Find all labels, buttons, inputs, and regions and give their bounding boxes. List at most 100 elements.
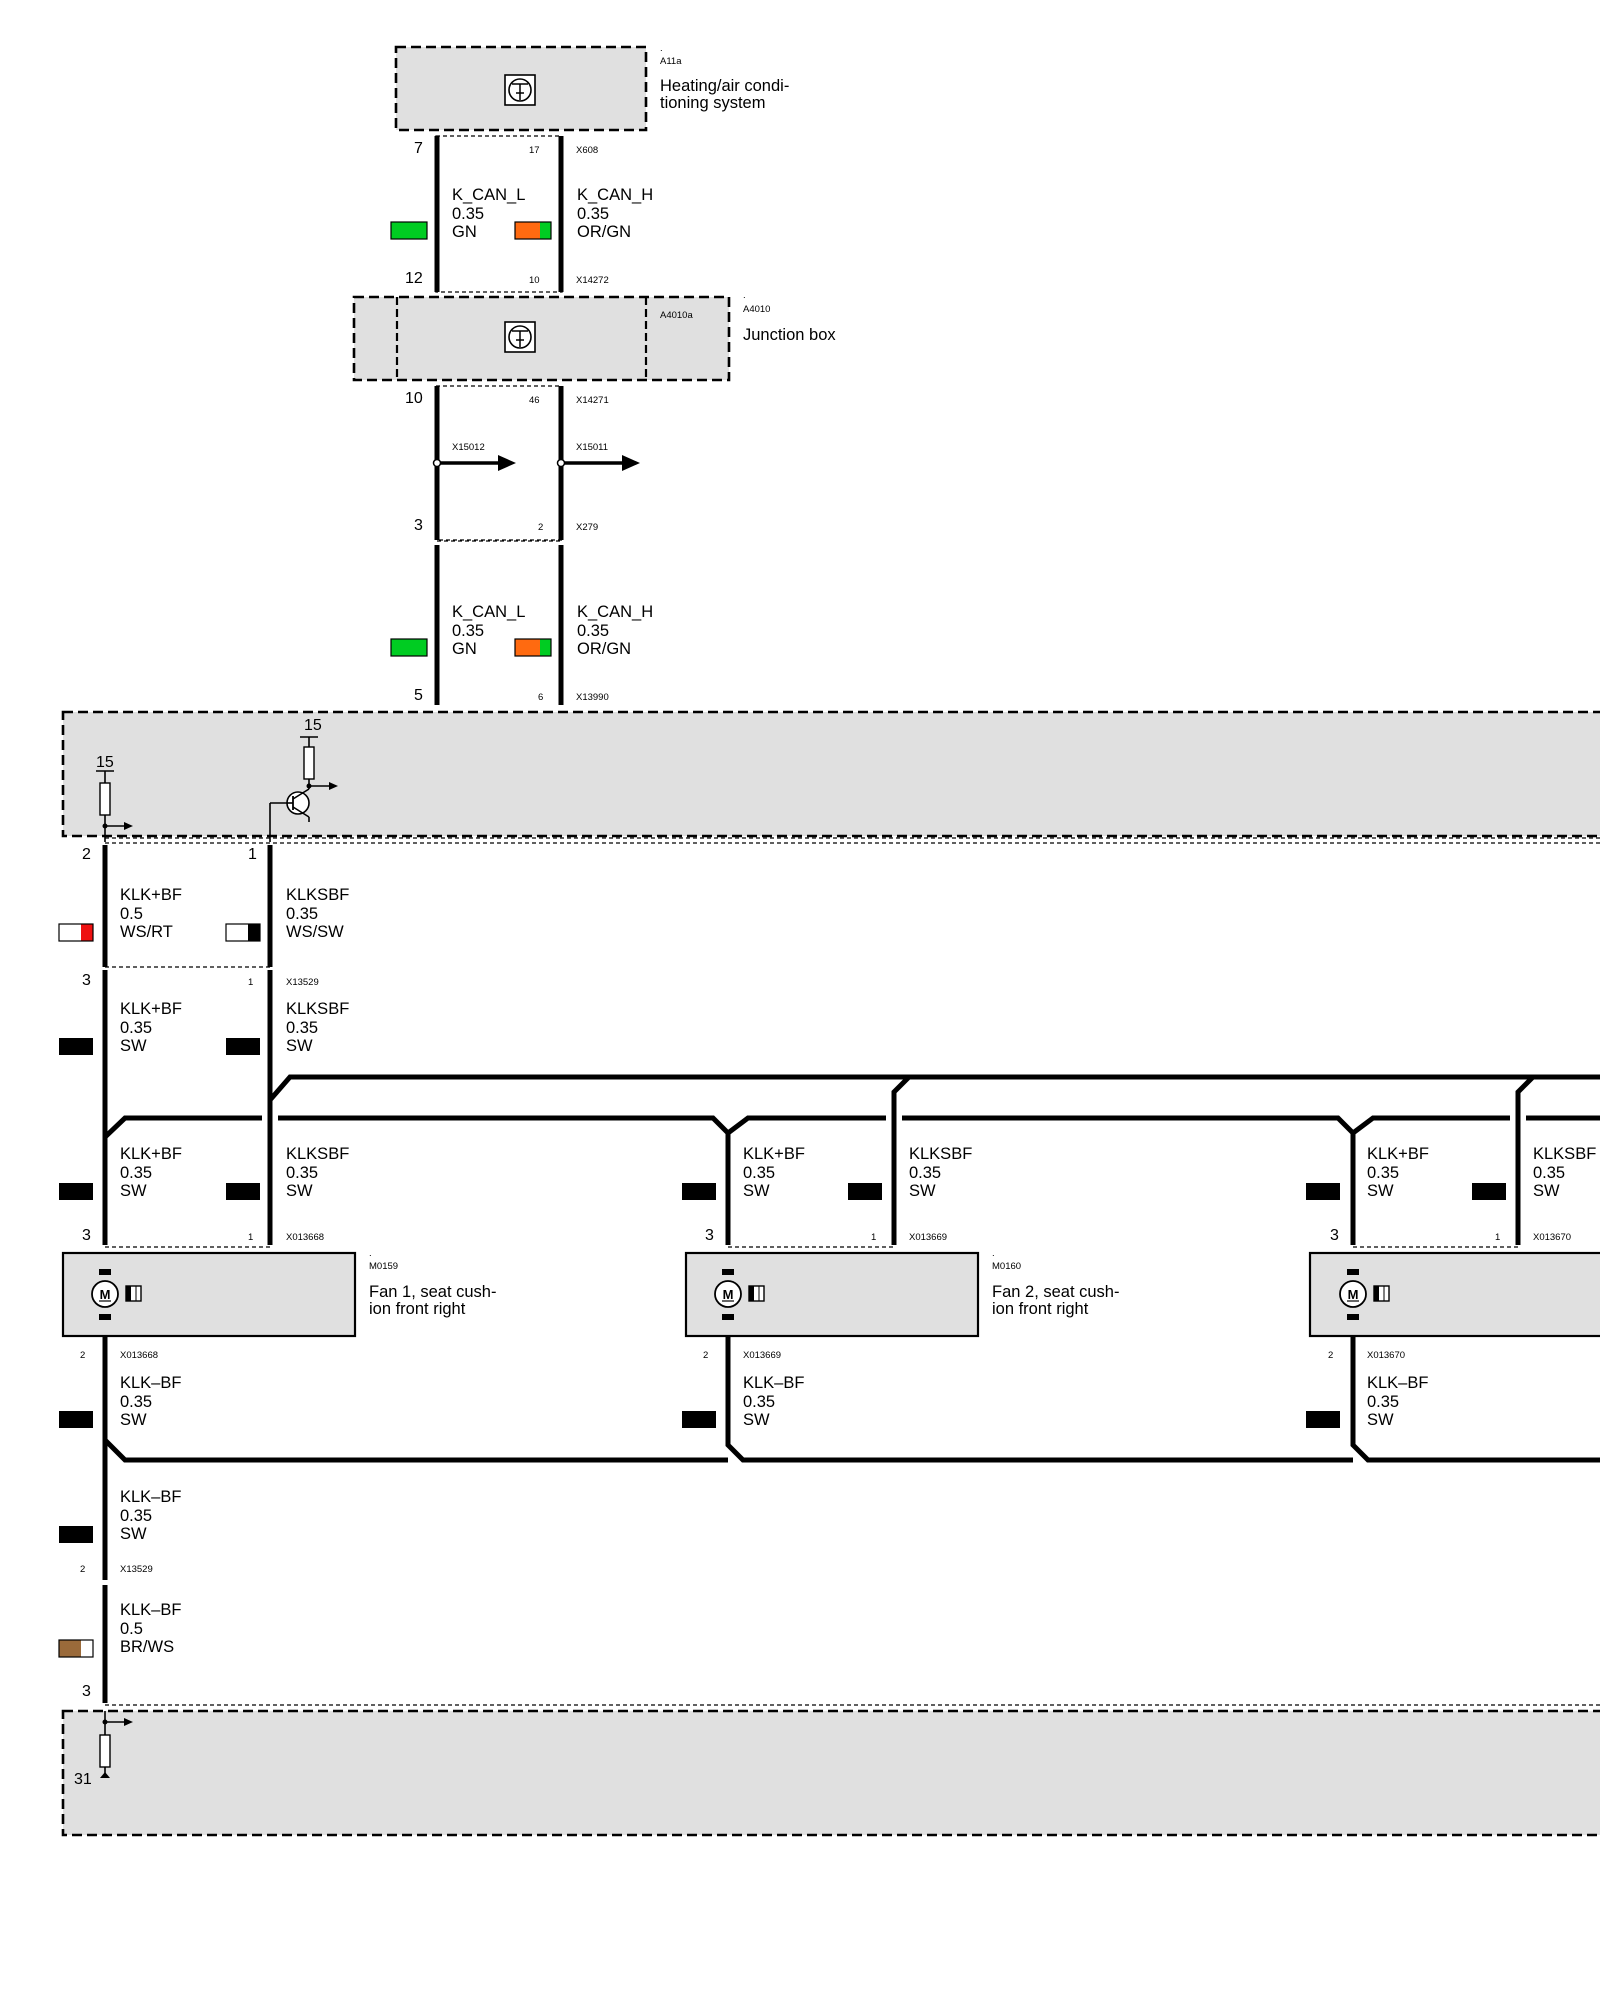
pin-5: 5 xyxy=(414,687,423,704)
k-can-h-upper-color: OR/GN xyxy=(577,223,631,241)
klk-plus-bf-branch2-signal: KLK+BF xyxy=(743,1145,805,1163)
color-swatch-sw xyxy=(1306,1411,1340,1428)
junction-box[interactable] xyxy=(352,295,731,382)
klk-plus-bf-branch1-gauge: 0.35 xyxy=(120,1164,152,1182)
pin-6: 6 xyxy=(538,692,543,703)
ground-resistor-icon xyxy=(99,1711,133,1778)
wire-klksbf-bus[interactable] xyxy=(268,1074,1600,1102)
connector-x013669-label: X013669 xyxy=(909,1232,947,1243)
transistor-switch-icon xyxy=(269,736,338,842)
klk-plus-bf-branch3-color: SW xyxy=(1367,1182,1394,1200)
color-swatch-sw xyxy=(226,1183,260,1200)
klksbf-branch2-color: SW xyxy=(909,1182,936,1200)
pin-2-x13529-lower: 2 xyxy=(80,1564,85,1575)
terminal-15-left: 15 xyxy=(96,754,114,771)
junction-box-outer xyxy=(352,295,731,382)
connector-x279-label: X279 xyxy=(576,522,598,533)
pin-3-lower-module: 3 xyxy=(82,1683,91,1700)
klk-minus-bf-final-color: BR/WS xyxy=(120,1638,174,1656)
pin-3-x279: 3 xyxy=(414,517,423,534)
klksbf-branch3-signal: KLKSBF xyxy=(1533,1145,1596,1163)
color-swatch-sw xyxy=(59,1183,93,1200)
klksbf-branch2-gauge: 0.35 xyxy=(909,1164,941,1182)
fan-1[interactable]: M xyxy=(61,1251,357,1338)
wire-klk-plus-bf-bus-1[interactable] xyxy=(103,1115,262,1139)
wire-klk-plus-bf-bus-3[interactable] xyxy=(726,1115,886,1135)
k-can-l-lower-gauge: 0.35 xyxy=(452,622,484,640)
klksbf-branch2-signal: KLKSBF xyxy=(909,1145,972,1163)
wire-klk-minus-bf-bus[interactable] xyxy=(103,1438,728,1463)
wire-klk-minus-bf-fan3[interactable] xyxy=(1350,1336,1600,1463)
wire-klk-plus-bf-bus-4[interactable] xyxy=(902,1115,1355,1135)
color-swatch-sw xyxy=(682,1411,716,1428)
fan-1-name-line2: ion front right xyxy=(369,1300,466,1318)
klk-minus-bf-fan2-signal: KLK–BF xyxy=(743,1374,804,1392)
klk-plus-bf-seg1-gauge: 0.5 xyxy=(120,905,143,923)
pin-3-fan2: 3 xyxy=(705,1227,714,1244)
color-swatch-sw xyxy=(1306,1183,1340,1200)
klksbf-branch3-color: SW xyxy=(1533,1182,1560,1200)
klk-plus-bf-branch2-gauge: 0.35 xyxy=(743,1164,775,1182)
klk-minus-bf-fan1-color: SW xyxy=(120,1411,147,1429)
klk-minus-bf-final-signal: KLK–BF xyxy=(120,1601,181,1619)
k-can-l-upper-color: GN xyxy=(452,223,477,241)
fan-2-motor-letter: M xyxy=(723,1287,734,1302)
k-can-h-lower-signal: K_CAN_H xyxy=(577,603,653,621)
k-can-h-upper-gauge: 0.35 xyxy=(577,205,609,223)
fan-1-dot: . xyxy=(369,1248,372,1259)
fan-3-motor-icon: M xyxy=(1339,1269,1390,1320)
connector-x013669-ground-label: X013669 xyxy=(743,1350,781,1361)
pin-1-fan1: 1 xyxy=(248,1232,253,1243)
klksbf-seg2-color: SW xyxy=(286,1037,313,1055)
hvac-control-unit[interactable] xyxy=(394,45,648,132)
klk-minus-bf-fan2-color: SW xyxy=(743,1411,770,1429)
k-can-h-lower-color: OR/GN xyxy=(577,640,631,658)
fan-3[interactable]: M xyxy=(1308,1251,1600,1338)
fan-2[interactable]: M xyxy=(684,1251,980,1338)
lower-module-box xyxy=(61,1709,1600,1837)
pin-3-x13529: 3 xyxy=(82,972,91,989)
klk-minus-bf-fan3-gauge: 0.35 xyxy=(1367,1393,1399,1411)
color-swatch-ws-sw xyxy=(225,923,261,942)
pin-2-fan2-ground: 2 xyxy=(703,1350,708,1361)
wire-klk-plus-bf-bus-5[interactable] xyxy=(1351,1115,1510,1135)
klksbf-seg2-gauge: 0.35 xyxy=(286,1019,318,1037)
terminal-15-right: 15 xyxy=(304,717,322,734)
wire-klksbf-drop-3[interactable] xyxy=(1515,1075,1535,1245)
klk-minus-bf-fan1-gauge: 0.35 xyxy=(120,1393,152,1411)
klk-plus-bf-branch3-gauge: 0.35 xyxy=(1367,1164,1399,1182)
connector-x013670-ground-label: X013670 xyxy=(1367,1350,1405,1361)
klk-plus-bf-seg1-signal: KLK+BF xyxy=(120,886,182,904)
wire-klksbf-drop-2[interactable] xyxy=(891,1075,911,1245)
k-can-l-lower-color: GN xyxy=(452,640,477,658)
terminal-31: 31 xyxy=(74,1771,92,1788)
fan-1-motor-letter: M xyxy=(100,1287,111,1302)
wire-klk-plus-bf-bus-2[interactable] xyxy=(278,1115,730,1135)
klk-minus-bf-fan3-signal: KLK–BF xyxy=(1367,1374,1428,1392)
k-can-l-lower-signal: K_CAN_L xyxy=(452,603,525,621)
seat-module[interactable] xyxy=(61,710,1600,838)
pin-12: 12 xyxy=(405,270,423,287)
hvac-id: A11a xyxy=(660,56,682,67)
klk-minus-bf-fan1-signal: KLK–BF xyxy=(120,1374,181,1392)
pin-2-fan3-ground: 2 xyxy=(1328,1350,1333,1361)
klksbf-branch1-signal: KLKSBF xyxy=(286,1145,349,1163)
pin-2-fan1-ground: 2 xyxy=(80,1350,85,1361)
klksbf-branch1-gauge: 0.35 xyxy=(286,1164,318,1182)
lower-module[interactable] xyxy=(61,1709,1600,1837)
color-swatch-sw xyxy=(59,1038,93,1055)
k-can-h-lower-gauge: 0.35 xyxy=(577,622,609,640)
hvac-name-line2: tioning system xyxy=(660,94,765,112)
pin-1-x13529: 1 xyxy=(248,977,253,988)
pin-1-seat-module: 1 xyxy=(248,846,257,863)
klksbf-branch1-color: SW xyxy=(286,1182,313,1200)
color-swatch-gn-upper xyxy=(390,221,428,240)
k-can-l-upper-signal: K_CAN_L xyxy=(452,186,525,204)
klk-minus-bf-fan3-color: SW xyxy=(1367,1411,1394,1429)
connector-x608-label: X608 xyxy=(576,145,598,156)
wire-klk-minus-bf-fan2[interactable] xyxy=(725,1336,1353,1463)
klk-plus-bf-branch1-signal: KLK+BF xyxy=(120,1145,182,1163)
fan-3-motor-letter: M xyxy=(1348,1287,1359,1302)
color-swatch-sw xyxy=(682,1183,716,1200)
